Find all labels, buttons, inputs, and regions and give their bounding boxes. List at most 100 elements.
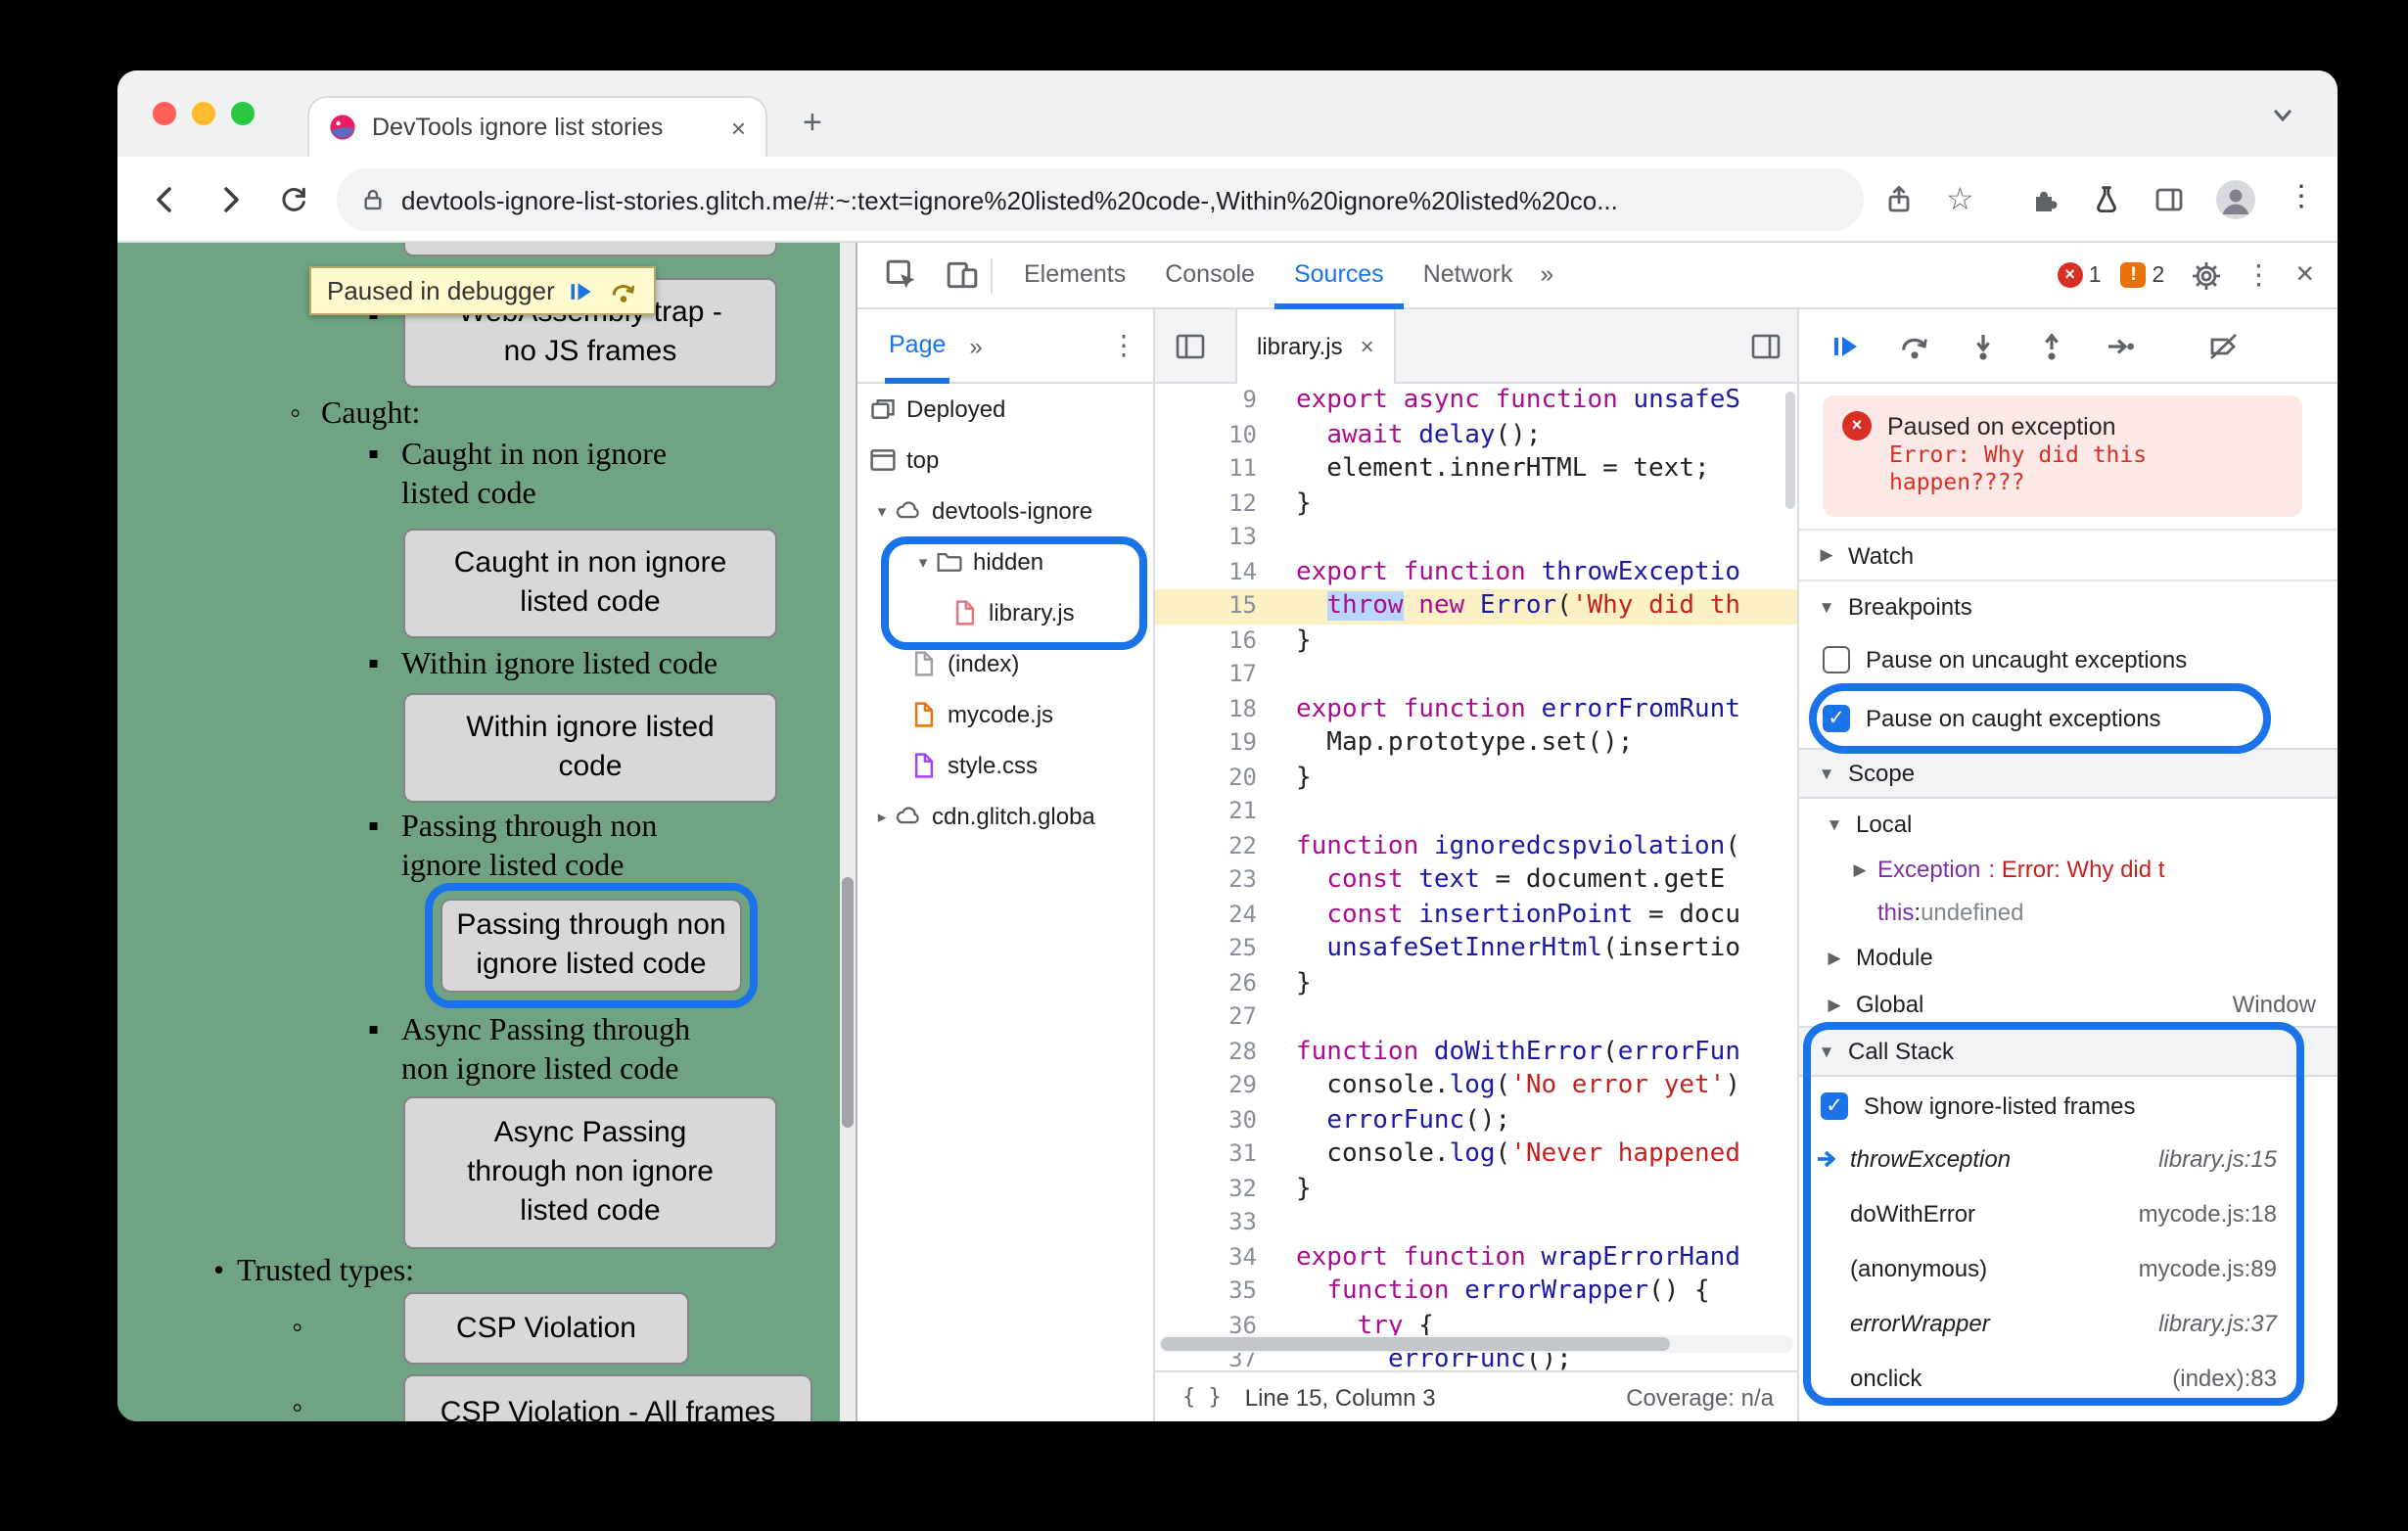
line-number[interactable]: 32 (1228, 1174, 1257, 1201)
navigator-menu-icon[interactable]: ⋮ (1110, 329, 1137, 360)
resume-script-icon[interactable] (1830, 330, 1862, 361)
frame-location-link[interactable]: mycode.js:18 (2138, 1200, 2277, 1228)
tab-page[interactable]: Page (885, 309, 950, 383)
line-number[interactable]: 14 (1228, 557, 1257, 584)
csp-violation-all-frames-button[interactable]: CSP Violation - All frames (403, 1374, 812, 1421)
line-number[interactable]: 31 (1228, 1139, 1257, 1167)
device-toolbar-icon[interactable] (946, 258, 979, 292)
pause-uncaught-row[interactable]: Pause on uncaught exceptions (1799, 634, 2338, 685)
code-line-30[interactable]: 30 errorFunc(); (1155, 1103, 1797, 1137)
pretty-print-braces-icon[interactable]: { } (1182, 1384, 1222, 1410)
code-line-10[interactable]: 10 await delay(); (1155, 418, 1797, 452)
bookmark-star-icon[interactable]: ☆ (1946, 184, 1974, 217)
tab-sources[interactable]: Sources (1273, 242, 1404, 308)
page-scrollbar[interactable] (840, 243, 856, 1421)
toggle-navigator-icon[interactable] (1175, 331, 1206, 372)
line-number[interactable]: 33 (1228, 1208, 1257, 1235)
code-line-26[interactable]: 26} (1155, 966, 1797, 1000)
tab-network[interactable]: Network (1422, 259, 1513, 287)
tree-item-hidden[interactable]: ▾hidden (857, 536, 1153, 587)
line-number[interactable]: 24 (1228, 900, 1257, 927)
editor-tab-library-js[interactable]: library.js × (1235, 309, 1396, 384)
error-badge[interactable]: × 1 (2057, 262, 2102, 288)
csp-violation-button[interactable]: CSP Violation (403, 1292, 689, 1365)
flask-extension-icon[interactable] (2091, 184, 2122, 215)
back-icon[interactable] (149, 184, 180, 215)
chevron-collapsed-icon[interactable]: ▶ (1853, 858, 1867, 878)
line-number[interactable]: 21 (1228, 797, 1257, 824)
scope-this-row[interactable]: this: undefined (1877, 899, 2024, 926)
line-number[interactable]: 29 (1228, 1071, 1257, 1098)
settings-gear-icon[interactable] (2190, 259, 2221, 291)
frame-location-link[interactable]: mycode.js:89 (2138, 1255, 2277, 1282)
tree-item-devtools-ignore[interactable]: ▾devtools-ignore (857, 486, 1153, 536)
share-icon[interactable] (1883, 184, 1915, 215)
code-line-33[interactable]: 33 (1155, 1206, 1797, 1240)
line-number[interactable]: 18 (1228, 694, 1257, 721)
show-ignore-listed-row[interactable]: ✓ Show ignore-listed frames (1799, 1081, 2338, 1132)
code-line-35[interactable]: 35 function errorWrapper() { (1155, 1275, 1797, 1309)
code-line-11[interactable]: 11 element.innerHTML = text; (1155, 452, 1797, 487)
close-window-button[interactable] (153, 102, 176, 125)
scope-global-row[interactable]: ▶ Global Window (1799, 983, 2338, 1026)
section-breakpoints[interactable]: ▼ Breakpoints (1799, 580, 2338, 630)
expander-icon[interactable]: ▸ (877, 806, 887, 825)
line-number[interactable]: 27 (1228, 1002, 1257, 1030)
tree-item-library.js[interactable]: library.js (857, 587, 1153, 638)
editor-tab-close-icon[interactable]: × (1360, 333, 1374, 360)
line-number[interactable]: 15 (1228, 591, 1257, 619)
step-over-icon[interactable] (610, 277, 639, 304)
code-line-15[interactable]: 15 throw new Error('Why did th (1155, 589, 1797, 624)
tree-item-mycode.js[interactable]: mycode.js (857, 689, 1153, 740)
line-number[interactable]: 13 (1228, 523, 1257, 550)
chevron-collapsed-icon[interactable]: ▶ (1828, 947, 1841, 966)
frame-location-link[interactable]: (index):83 (2172, 1365, 2277, 1392)
section-call-stack[interactable]: ▼ Call Stack (1799, 1026, 2338, 1077)
chevron-collapsed-icon[interactable]: ▶ (1820, 544, 1833, 564)
browser-menu-icon[interactable]: ⋮ (2287, 180, 2316, 213)
step-icon[interactable] (2105, 330, 2136, 361)
forward-icon[interactable] (215, 184, 247, 215)
chevron-expanded-icon[interactable]: ▼ (1818, 1042, 1835, 1061)
expander-icon[interactable]: ▾ (877, 500, 887, 520)
resume-icon[interactable] (569, 277, 596, 304)
chevron-collapsed-icon[interactable]: ▶ (1828, 994, 1841, 1013)
zoom-window-button[interactable] (231, 102, 255, 125)
line-number[interactable]: 20 (1228, 763, 1257, 790)
section-watch[interactable]: ▶ Watch (1799, 529, 2338, 580)
step-over-icon[interactable] (1899, 330, 1930, 361)
navigator-more-tabs[interactable]: » (969, 332, 983, 359)
tab-search-chevron-icon[interactable] (2271, 102, 2294, 137)
chevron-expanded-icon[interactable]: ▼ (1818, 764, 1835, 783)
line-number[interactable]: 17 (1228, 660, 1257, 687)
line-number[interactable]: 35 (1228, 1276, 1257, 1304)
address-bar[interactable]: devtools-ignore-list-stories.glitch.me/#… (337, 168, 1864, 231)
tree-item-cdn.glitch.globa[interactable]: ▸cdn.glitch.globa (857, 791, 1153, 842)
callstack-frame-(anonymous)[interactable]: (anonymous)mycode.js:89 (1799, 1241, 2338, 1296)
frame-location-link[interactable]: library.js:15 (2158, 1145, 2277, 1173)
scope-local-row[interactable]: ▼ Local (1826, 811, 1913, 838)
browser-tab[interactable]: DevTools ignore list stories × (307, 96, 767, 157)
editor-hscrollbar[interactable] (1159, 1335, 1793, 1353)
extensions-puzzle-icon[interactable] (2028, 184, 2060, 215)
deactivate-breakpoints-icon[interactable] (2208, 330, 2240, 361)
editor-hscrollbar-thumb[interactable] (1161, 1337, 1670, 1351)
scope-module-row[interactable]: ▶ Module (1799, 936, 2338, 979)
tab-console[interactable]: Console (1165, 259, 1255, 287)
line-number[interactable]: 26 (1228, 968, 1257, 996)
lock-icon[interactable] (360, 186, 386, 213)
code-line-21[interactable]: 21 (1155, 795, 1797, 829)
scope-exception-row[interactable]: ▶ Exception: Error: Why did t (1799, 850, 2338, 889)
line-number[interactable]: 23 (1228, 865, 1257, 893)
code-line-29[interactable]: 29 console.log('No error yet') (1155, 1069, 1797, 1103)
code-line-23[interactable]: 23 const text = document.getE (1155, 863, 1797, 898)
code-line-31[interactable]: 31 console.log('Never happened (1155, 1137, 1797, 1172)
code-line-19[interactable]: 19 Map.prototype.set(); (1155, 726, 1797, 761)
